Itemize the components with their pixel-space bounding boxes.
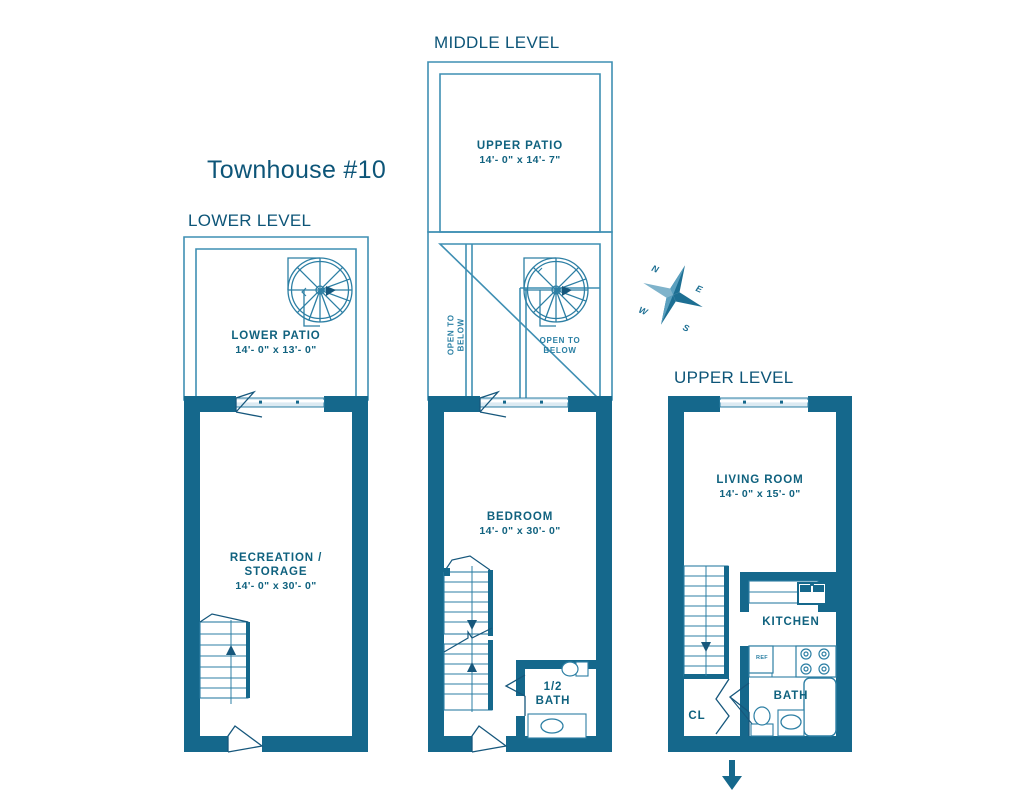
upper-sliding-door: [719, 397, 809, 408]
level-label-upper: UPPER LEVEL: [674, 368, 794, 387]
page-title: Townhouse #10: [207, 156, 387, 184]
room-dim-recreation-storage: 14'- 0" x 30'- 0": [235, 580, 317, 592]
upper-level-group: [668, 396, 852, 790]
room-label-lower-patio: LOWER PATIO: [231, 330, 321, 342]
lower-sliding-door: [235, 397, 325, 408]
room-label-closet: CL: [688, 710, 706, 722]
room-dim-bedroom: 14'- 0" x 30'- 0": [479, 525, 561, 537]
middle-stair-up: [443, 627, 493, 712]
refrigerator: [748, 645, 774, 674]
middle-top-door-swing: [479, 390, 507, 418]
room-label-bedroom: BEDROOM: [486, 511, 554, 523]
middle-main-walls: [428, 396, 612, 752]
upper-closet-door: [715, 678, 730, 735]
spiral-stair-middle: [523, 257, 589, 327]
bathtub: [803, 677, 837, 737]
middle-sliding-door: [479, 397, 569, 408]
room-label-bath: BATH: [773, 690, 809, 702]
spiral-stair-middle-arrow: [562, 286, 572, 296]
room-label-living-room: LIVING ROOM: [716, 474, 804, 486]
bath-toilet: [750, 706, 774, 737]
room-label-half-bath: 1/2 BATH: [535, 681, 571, 708]
upper-main-walls: [668, 396, 852, 752]
lower-patio-walls: [183, 236, 369, 401]
lower-main-walls: [184, 396, 368, 752]
bath-sink: [777, 709, 805, 737]
kitchen-sink: [797, 582, 827, 605]
middle-bottom-door-swing: [471, 725, 508, 753]
note-open-to-below-horizontal: OPEN TO BELOW: [539, 336, 581, 355]
middle-level-group: [427, 61, 613, 753]
room-label-recreation-storage: RECREATION / STORAGE: [229, 552, 323, 579]
half-bath-door: [504, 674, 526, 716]
half-bath-sink: [527, 713, 587, 739]
middle-stair-down: [443, 555, 493, 640]
room-label-kitchen: KITCHEN: [762, 616, 820, 628]
level-label-middle: MIDDLE LEVEL: [434, 33, 560, 52]
lower-stair-run: [199, 613, 250, 704]
lower-level-group: [183, 236, 369, 753]
bath-walls: [740, 677, 749, 736]
range-stove: [795, 645, 837, 678]
compass-rose-graphic: [643, 265, 703, 325]
level-label-lower: LOWER LEVEL: [188, 211, 312, 230]
room-dim-lower-patio: 14'- 0" x 13'- 0": [235, 344, 317, 356]
lower-bottom-door-swing: [227, 725, 264, 753]
room-dim-living-room: 14'- 0" x 15'- 0": [719, 488, 801, 500]
lower-top-door-swing: [235, 390, 263, 418]
half-bath-toilet: [561, 661, 589, 677]
appliance-label-refrigerator: REF: [756, 655, 768, 661]
spiral-stair-lower-arrow: [326, 286, 336, 296]
entry-arrow: [722, 760, 742, 790]
spiral-stair-lower: [287, 257, 353, 327]
room-label-upper-patio: UPPER PATIO: [476, 140, 564, 152]
upper-stair-down: [683, 565, 729, 679]
note-open-to-below-vertical: OPEN TO BELOW: [446, 314, 465, 356]
room-dim-upper-patio: 14'- 0" x 14'- 7": [479, 154, 561, 166]
